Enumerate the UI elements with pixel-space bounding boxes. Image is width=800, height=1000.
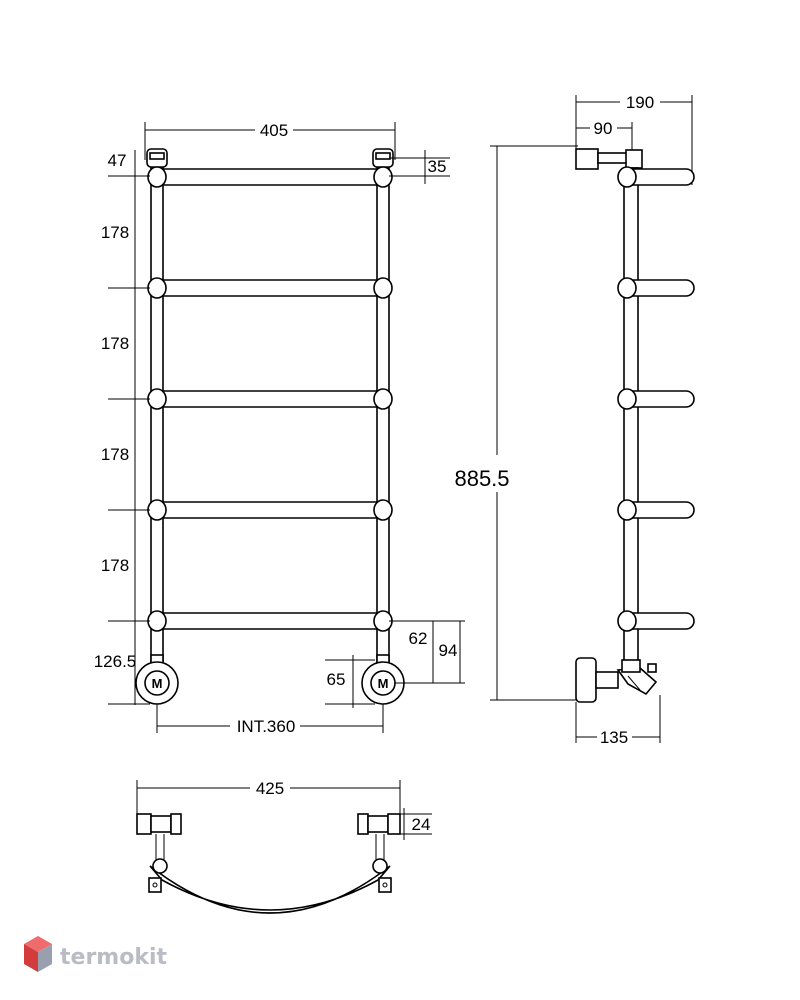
front-view: 405	[94, 121, 465, 736]
plan-valve-right	[372, 858, 392, 893]
plan-valve-left	[148, 858, 168, 893]
dim-bottom-126-5: 126.5	[94, 652, 137, 671]
side-valve	[575, 657, 658, 703]
valve-mark: M	[152, 676, 163, 691]
logo-text: termokit	[60, 945, 167, 970]
dim-plan-24: 24	[412, 815, 431, 834]
side-bar	[617, 388, 695, 410]
rail-bar	[147, 388, 393, 410]
dim-valve-135: 135	[600, 728, 628, 747]
dim-depth-190: 190	[626, 93, 654, 112]
rail-bar	[147, 166, 393, 188]
plan-bracket-right	[357, 813, 401, 835]
dim-interaxis-360: INT.360	[237, 717, 296, 736]
right-post	[376, 159, 390, 669]
termokit-logo: termokit	[24, 936, 167, 972]
valve-right: M	[361, 654, 405, 705]
dim-94: 94	[439, 641, 458, 660]
dim-spacing-178: 178	[101, 334, 129, 353]
side-bar	[617, 166, 695, 188]
side-bar	[617, 277, 695, 299]
side-bar	[617, 610, 695, 632]
dim-top-47: 47	[108, 151, 127, 170]
plan-bracket-left	[136, 813, 182, 835]
dim-spacing-178: 178	[101, 445, 129, 464]
dim-height-885-5: 885.5	[454, 466, 509, 491]
side-view: 885.5 190 90	[454, 93, 695, 747]
rail-bar	[147, 499, 393, 521]
rail-bar	[147, 610, 393, 632]
rail-bar	[147, 277, 393, 299]
side-bar	[617, 499, 695, 521]
curved-rail	[149, 865, 391, 914]
left-post	[150, 159, 164, 669]
dim-cap-35: 35	[428, 157, 447, 176]
dim-spacing-178: 178	[101, 556, 129, 575]
dim-65: 65	[327, 670, 346, 689]
dim-depth-90: 90	[594, 119, 613, 138]
wall-bracket	[575, 148, 599, 170]
dim-spacing-178: 178	[101, 223, 129, 242]
top-cap-left	[146, 148, 168, 168]
valve-left: M	[135, 654, 179, 705]
plan-view: 425 24	[136, 779, 432, 914]
dim-62: 62	[409, 629, 428, 648]
side-post	[623, 167, 639, 665]
dim-width-405: 405	[260, 121, 288, 140]
valve-mark: M	[378, 676, 389, 691]
dim-plan-425: 425	[256, 779, 284, 798]
